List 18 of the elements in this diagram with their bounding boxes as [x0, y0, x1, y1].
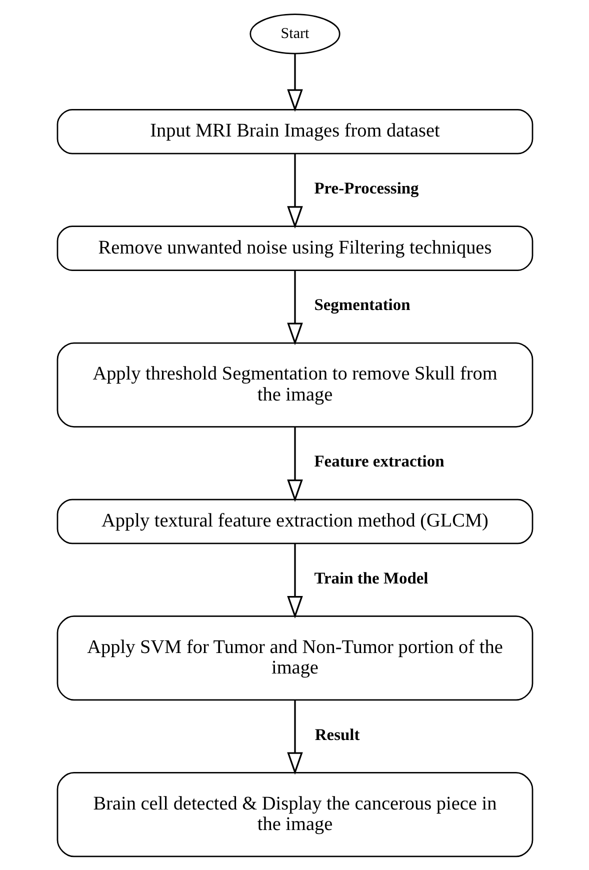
arrow	[286, 270, 302, 345]
node-box: Apply textural feature extraction method (GLCM)	[56, 498, 533, 544]
node-box: Brain cell detected & Display the cancerous piece in the image	[56, 772, 533, 857]
edge-label: Feature extraction	[314, 451, 444, 470]
edge-label: Train the Model	[314, 568, 428, 587]
arrow	[286, 53, 302, 112]
edge-label: Result	[314, 724, 360, 744]
arrow	[286, 700, 302, 774]
arrow	[286, 426, 302, 502]
node-box: Remove unwanted noise using Filtering techniques	[56, 225, 533, 270]
node-box: Apply SVM for Tumor and Non-Tumor portion of the image	[56, 615, 533, 700]
edge-label: Pre-Processing	[314, 178, 418, 198]
node-box: Input MRI Brain Images from dataset	[56, 108, 533, 154]
node-box: Apply threshold Segmentation to remove Skull from the image	[56, 342, 533, 427]
arrow	[286, 153, 302, 228]
arrow	[286, 543, 302, 618]
node-ellipse: Start	[249, 13, 340, 54]
edge-label: Segmentation	[314, 294, 410, 314]
